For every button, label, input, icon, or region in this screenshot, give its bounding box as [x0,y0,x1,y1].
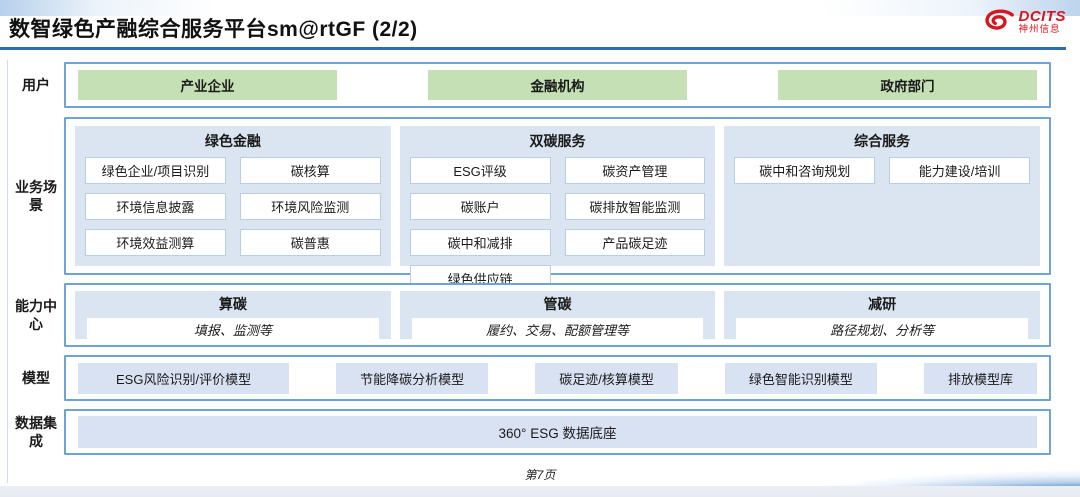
models-row: 模型 ESG风险识别/评价模型 节能降碳分析模型 碳足迹/核算模型 绿色智能识别… [8,355,1072,401]
scenario-item: 碳普惠 [239,229,381,256]
panel-green-finance: 绿色金融 绿色企业/项目识别 碳核算 环境信息披露 环境风险监测 环境效益测算 … [75,126,391,266]
capability-manage-carbon: 管碳 履约、交易、配额管理等 [399,291,716,341]
left-frame-line [7,60,8,483]
model-item: 碳足迹/核算模型 [535,362,678,394]
model-item: 绿色智能识别模型 [724,362,877,394]
model-item: 节能降碳分析模型 [336,362,489,394]
capability-desc: 履约、交易、配额管理等 [411,318,704,341]
capabilities-row: 能力中心 算碳 填报、监测等 管碳 履约、交易、配额管理等 减研 路径规划、分析… [8,283,1072,347]
scenario-item: 产品碳足迹 [564,229,706,256]
scenarios-row: 业务场景 绿色金融 绿色企业/项目识别 碳核算 环境信息披露 环境风险监测 环境… [8,117,1072,292]
slide-header: 数智绿色产融综合服务平台sm@rtGF (2/2) DCITS 神州信息 [0,0,1080,50]
data-integration-row-label: 数据集成 [15,414,57,449]
page-title: 数智绿色产融综合服务平台sm@rtGF (2/2) [9,18,418,41]
dcits-swirl-icon [984,9,1014,31]
panel-comprehensive-title: 综合服务 [854,133,911,149]
models-container: ESG风险识别/评价模型 节能降碳分析模型 碳足迹/核算模型 绿色智能识别模型 … [64,355,1051,401]
header-decoration [0,0,1080,16]
user-box-industry: 产业企业 [78,70,337,100]
data-integration-row: 数据集成 360° ESG 数据底座 [8,409,1072,455]
user-box-government: 政府部门 [778,70,1037,100]
logo-subtitle: 神州信息 [1018,23,1061,35]
scenario-item: 碳账户 [409,193,551,220]
scenario-item: 环境效益测算 [85,229,226,256]
scenarios-row-label: 业务场景 [15,178,57,213]
capability-desc: 路径规划、分析等 [736,318,1029,341]
panel-comprehensive-items: 碳中和咨询规划 能力建设/培训 [734,157,1031,184]
users-row-label: 用户 [22,76,50,93]
scenario-item: 碳资产管理 [564,157,706,184]
models-row-label: 模型 [22,369,50,386]
capability-desc: 填报、监测等 [87,318,379,341]
scenario-item: 环境信息披露 [85,193,226,220]
panel-comprehensive: 综合服务 碳中和咨询规划 能力建设/培训 [724,126,1041,266]
panel-dual-carbon: 双碳服务 ESG评级 碳资产管理 碳账户 碳排放智能监测 碳中和减排 产品碳足迹… [399,126,716,292]
title-underline [0,47,1066,50]
capability-calc-carbon: 算碳 填报、监测等 [75,291,391,341]
panel-green-finance-items: 绿色企业/项目识别 碳核算 环境信息披露 环境风险监测 环境效益测算 碳普惠 [85,157,381,256]
capability-title: 算碳 [218,296,247,312]
logo-texts: DCITS 神州信息 [1019,9,1067,35]
users-container: 产业企业 金融机构 政府部门 [64,62,1051,108]
data-foundation-box: 360° ESG 数据底座 [78,416,1037,448]
model-item: ESG风险识别/评价模型 [78,362,290,394]
architecture-diagram: 用户 产业企业 金融机构 政府部门 业务场景 绿色金融 绿色企业/项目识别 碳核… [8,62,1072,455]
panel-dual-carbon-title: 双碳服务 [529,133,586,149]
model-item: 排放模型库 [923,362,1037,394]
scenario-item: 环境风险监测 [239,193,381,220]
bottom-bar [0,486,1080,497]
scenario-item: 能力建设/培训 [889,157,1031,184]
scenario-item: ESG评级 [409,157,551,184]
user-box-finance: 金融机构 [428,70,687,100]
scenarios-container: 绿色金融 绿色企业/项目识别 碳核算 环境信息披露 环境风险监测 环境效益测算 … [64,117,1051,292]
capability-title: 管碳 [543,296,572,312]
capabilities-row-label: 能力中心 [15,297,57,332]
capability-reduce-research: 减研 路径规划、分析等 [724,291,1041,341]
scenario-item: 碳中和咨询规划 [734,157,876,184]
scenario-item: 碳排放智能监测 [564,193,706,220]
page-number: 第7页 [524,468,556,482]
scenario-item: 绿色企业/项目识别 [85,157,226,184]
panel-green-finance-title: 绿色金融 [204,133,261,149]
scenario-item: 碳核算 [239,157,381,184]
data-integration-container: 360° ESG 数据底座 [64,409,1051,455]
panel-dual-carbon-items: ESG评级 碳资产管理 碳账户 碳排放智能监测 碳中和减排 产品碳足迹 绿色供应… [409,157,706,292]
capabilities-container: 算碳 填报、监测等 管碳 履约、交易、配额管理等 减研 路径规划、分析等 [64,283,1051,347]
dcits-logo: DCITS 神州信息 [981,9,1067,35]
logo-name: DCITS [1018,8,1066,25]
users-row: 用户 产业企业 金融机构 政府部门 [8,62,1072,108]
scenario-item: 碳中和减排 [409,229,551,256]
capability-title: 减研 [868,296,897,312]
